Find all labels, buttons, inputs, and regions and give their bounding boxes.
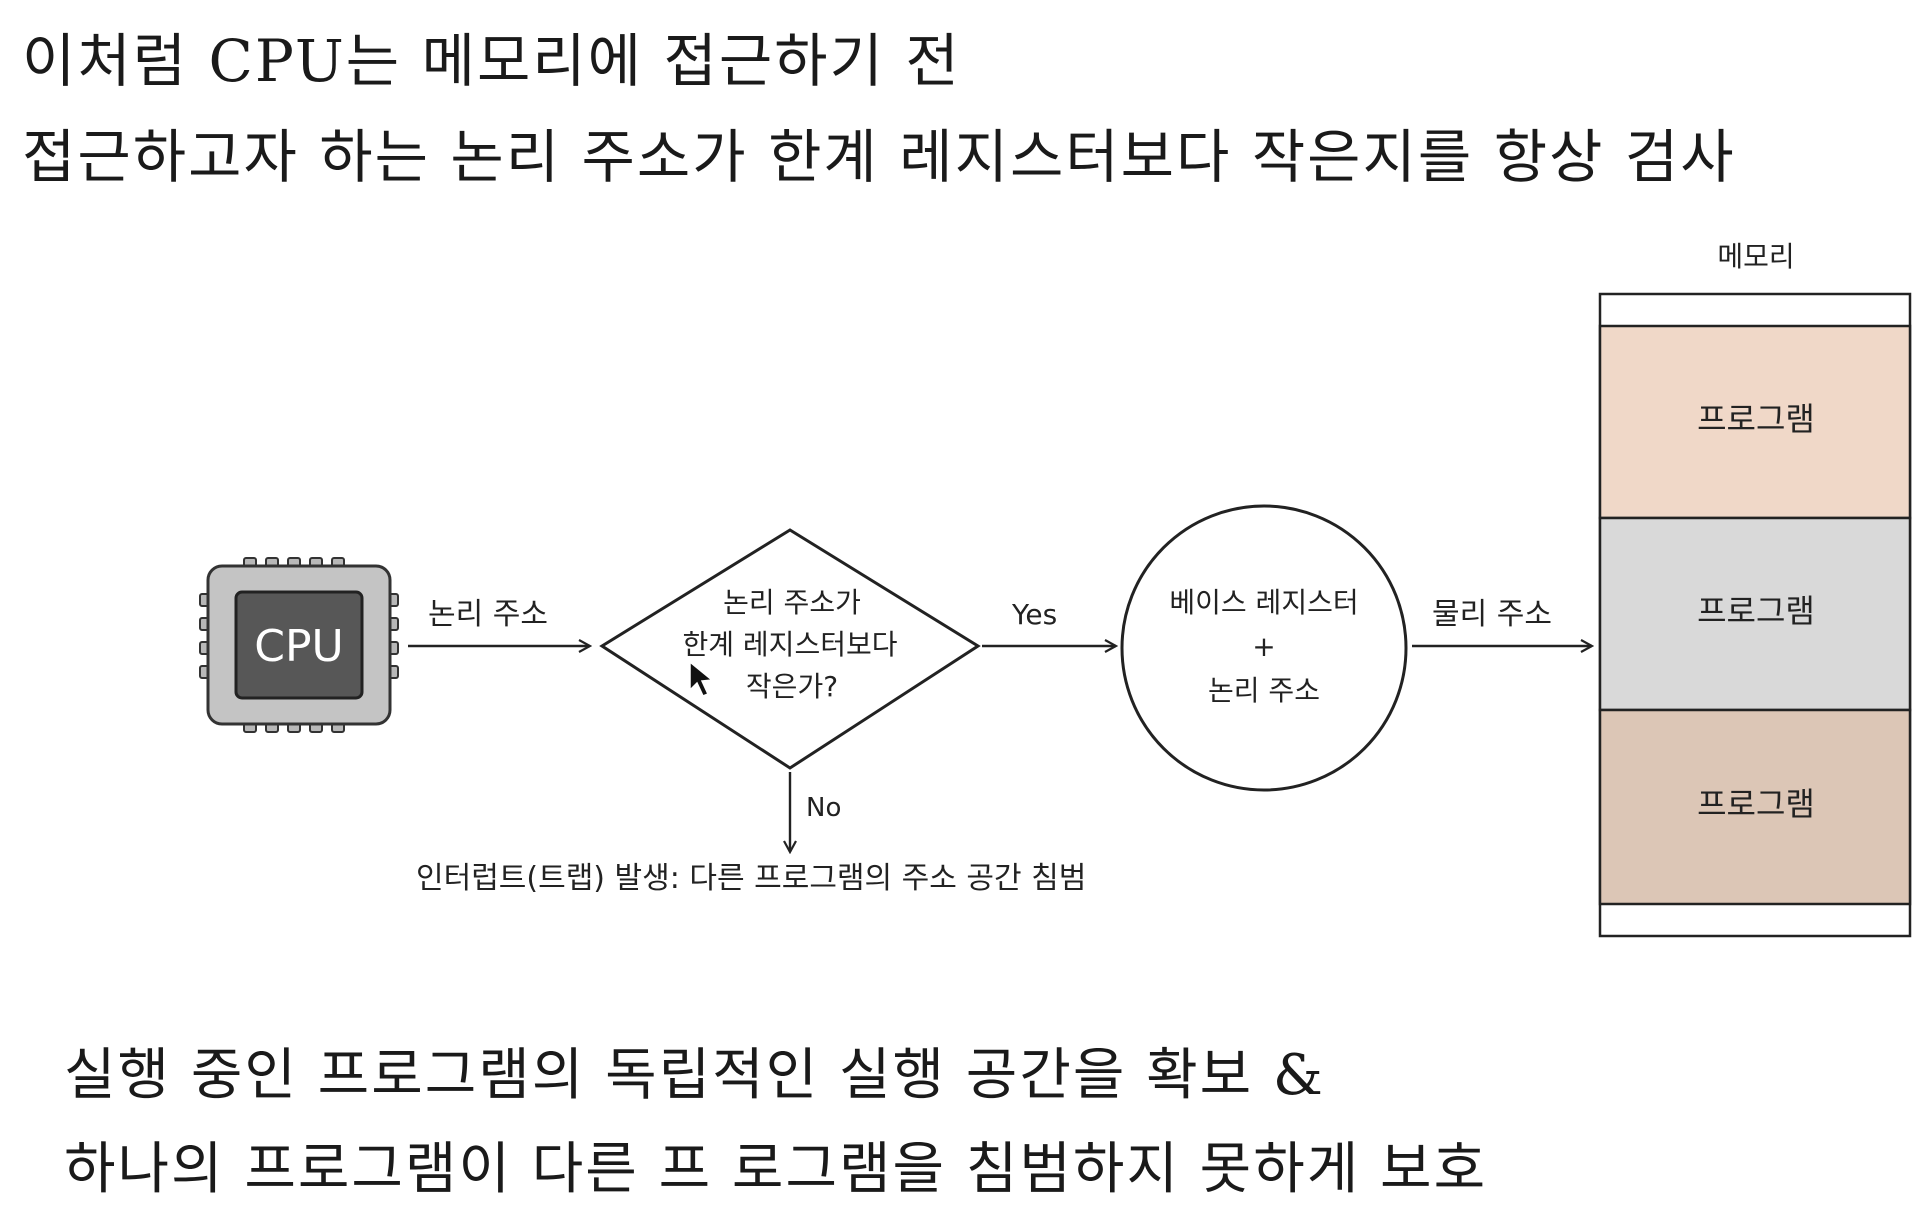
interrupt-text: 인터럽트(트랩) 발생: 다른 프로그램의 주소 공간 침범 [416, 861, 1086, 896]
footer-line-1: 실행 중인 프로그램의 독립적인 실행 공간을 확보 & [64, 1043, 1325, 1108]
sum-node-circle [1120, 504, 1408, 792]
headline-line-1: 이처럼 CPU는 메모리에 접근하기 전 [22, 27, 961, 95]
cpu-chip-icon: CPU [199, 557, 399, 733]
mouse-cursor-icon [689, 660, 714, 697]
memory-block-2: 프로그램 [1598, 516, 1912, 712]
memory-block-3: 프로그램 [1598, 708, 1912, 906]
memory-block-label: 프로그램 [1697, 400, 1815, 438]
no-label: No [806, 793, 841, 823]
decision-line-2: 한계 레지스터보다 [683, 628, 898, 661]
decision-line-1: 논리 주소가 [723, 586, 861, 619]
memory-block-label: 프로그램 [1697, 785, 1815, 823]
footer-line-2: 하나의 프로그램이 다른 프 로그램을 침범하지 못하게 보호 [64, 1137, 1488, 1202]
cpu-label: CPU [254, 621, 343, 672]
sum-node-line-2: + [1252, 630, 1275, 663]
memory-block-1: 프로그램 [1598, 324, 1912, 520]
arrow-label-logical-address: 논리 주소 [428, 597, 548, 632]
sum-node-line-3: 논리 주소 [1208, 674, 1320, 707]
sum-node-line-1: 베이스 레지스터 [1169, 586, 1358, 619]
memory-title: 메모리 [1717, 240, 1794, 273]
decision-diamond [599, 528, 981, 770]
decision-line-3: 작은가? [746, 670, 838, 703]
memory-block-label: 프로그램 [1697, 592, 1815, 630]
headline-line-2: 접근하고자 하는 논리 주소가 한계 레지스터보다 작은지를 항상 검사 [22, 123, 1736, 191]
arrow-label-physical-address: 물리 주소 [1432, 597, 1552, 632]
yes-label: Yes [1011, 598, 1057, 631]
